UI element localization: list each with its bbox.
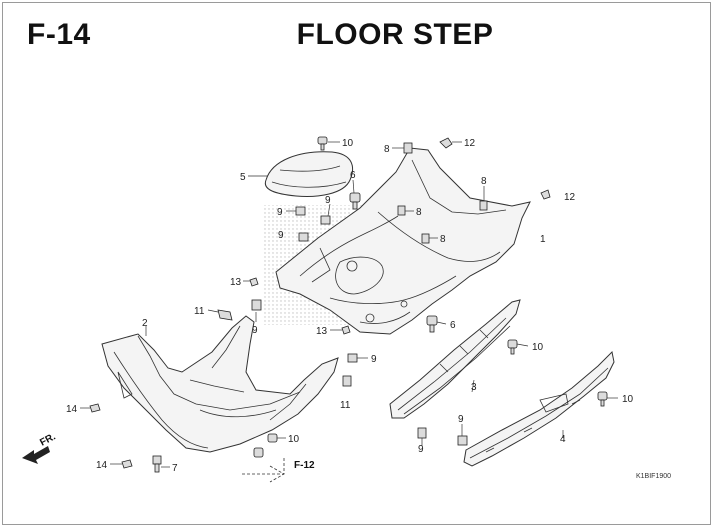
part-1-floor-step[interactable]	[262, 147, 531, 335]
callout-10-right: 10	[622, 394, 634, 405]
clip-11-left[interactable]	[217, 309, 233, 321]
clip-8-low[interactable]	[421, 233, 430, 244]
callout-3: 3	[471, 382, 477, 393]
clip-8-right[interactable]	[479, 200, 488, 211]
callout-9-d: 9	[252, 325, 258, 336]
callout-10-top: 10	[342, 138, 354, 149]
part-5-pad[interactable]	[264, 151, 354, 197]
bolt-6-lower[interactable]	[426, 315, 438, 333]
clip-9-a[interactable]	[295, 206, 306, 216]
callout-9-b: 9	[325, 195, 331, 206]
callout-12-right: 12	[564, 192, 576, 203]
callout-13-upper: 13	[230, 277, 242, 288]
diagram-frame	[2, 2, 711, 525]
clip-9-e[interactable]	[347, 353, 358, 363]
callout-8-right: 8	[481, 176, 487, 187]
clip-9-c[interactable]	[298, 232, 309, 242]
bolt-10-lower[interactable]	[267, 433, 278, 443]
callout-12-top: 12	[464, 138, 476, 149]
clip-9-d[interactable]	[251, 299, 262, 311]
callout-8-mid: 8	[416, 207, 422, 218]
callout-7: 7	[172, 463, 178, 474]
callout-13-lower: 13	[316, 326, 328, 337]
fastener-10-top[interactable]	[317, 136, 328, 151]
callout-14-lower: 14	[96, 460, 108, 471]
bolt-6-upper[interactable]	[349, 192, 361, 210]
clip-9-g[interactable]	[457, 435, 468, 446]
callout-6-upper: 6	[350, 170, 356, 181]
clip-9-b[interactable]	[320, 215, 331, 225]
clip-11-lower[interactable]	[342, 375, 352, 387]
callout-10-bottom: 10	[288, 434, 300, 445]
callout-11-left: 11	[194, 306, 205, 317]
reference-arrow-f12	[242, 458, 285, 483]
screw-13-lower[interactable]	[341, 325, 351, 335]
part-2-lower-cover[interactable]	[101, 315, 339, 453]
clip-12-top[interactable]	[439, 137, 453, 149]
section-code: F-14	[27, 18, 91, 51]
callout-2: 2	[142, 318, 148, 329]
callout-14-upper: 14	[66, 404, 78, 415]
callout-6-lower: 6	[450, 320, 456, 331]
screw-13-upper[interactable]	[249, 277, 259, 287]
callout-9-f: 9	[458, 414, 464, 425]
callout-9-g: 9	[418, 444, 424, 455]
clip-8-top[interactable]	[403, 142, 413, 154]
callout-4: 4	[560, 434, 566, 445]
bolt-10-right[interactable]	[597, 391, 608, 407]
callout-11-lower: 11	[340, 400, 351, 411]
screw-14-upper[interactable]	[89, 403, 101, 413]
callout-8-low: 8	[440, 234, 446, 245]
page-title: FLOOR STEP	[296, 18, 494, 51]
part-3-side-cover[interactable]	[389, 299, 521, 419]
callout-5: 5	[240, 172, 246, 183]
clip-9-f[interactable]	[417, 427, 427, 439]
screw-14-lower[interactable]	[121, 459, 133, 469]
callout-10-mid: 10	[532, 342, 544, 353]
callout-9-c: 9	[278, 230, 284, 241]
clip-12-right[interactable]	[540, 189, 551, 200]
reference-label-f12: F-12	[294, 460, 315, 471]
diagram-code: K1BIF1900	[636, 473, 671, 480]
callout-9-e: 9	[371, 354, 377, 365]
bolt-7[interactable]	[152, 455, 162, 473]
front-marker-label: FR.	[38, 431, 58, 448]
part-4-side-cover[interactable]	[463, 350, 615, 467]
callout-9-a: 9	[277, 207, 283, 218]
callout-1: 1	[540, 234, 546, 245]
callout-8-top: 8	[384, 144, 390, 155]
front-direction-arrow-icon	[22, 446, 50, 464]
clip-8-mid[interactable]	[397, 205, 406, 216]
clip-10-bottom[interactable]	[253, 447, 264, 458]
bolt-10-mid[interactable]	[507, 339, 518, 355]
